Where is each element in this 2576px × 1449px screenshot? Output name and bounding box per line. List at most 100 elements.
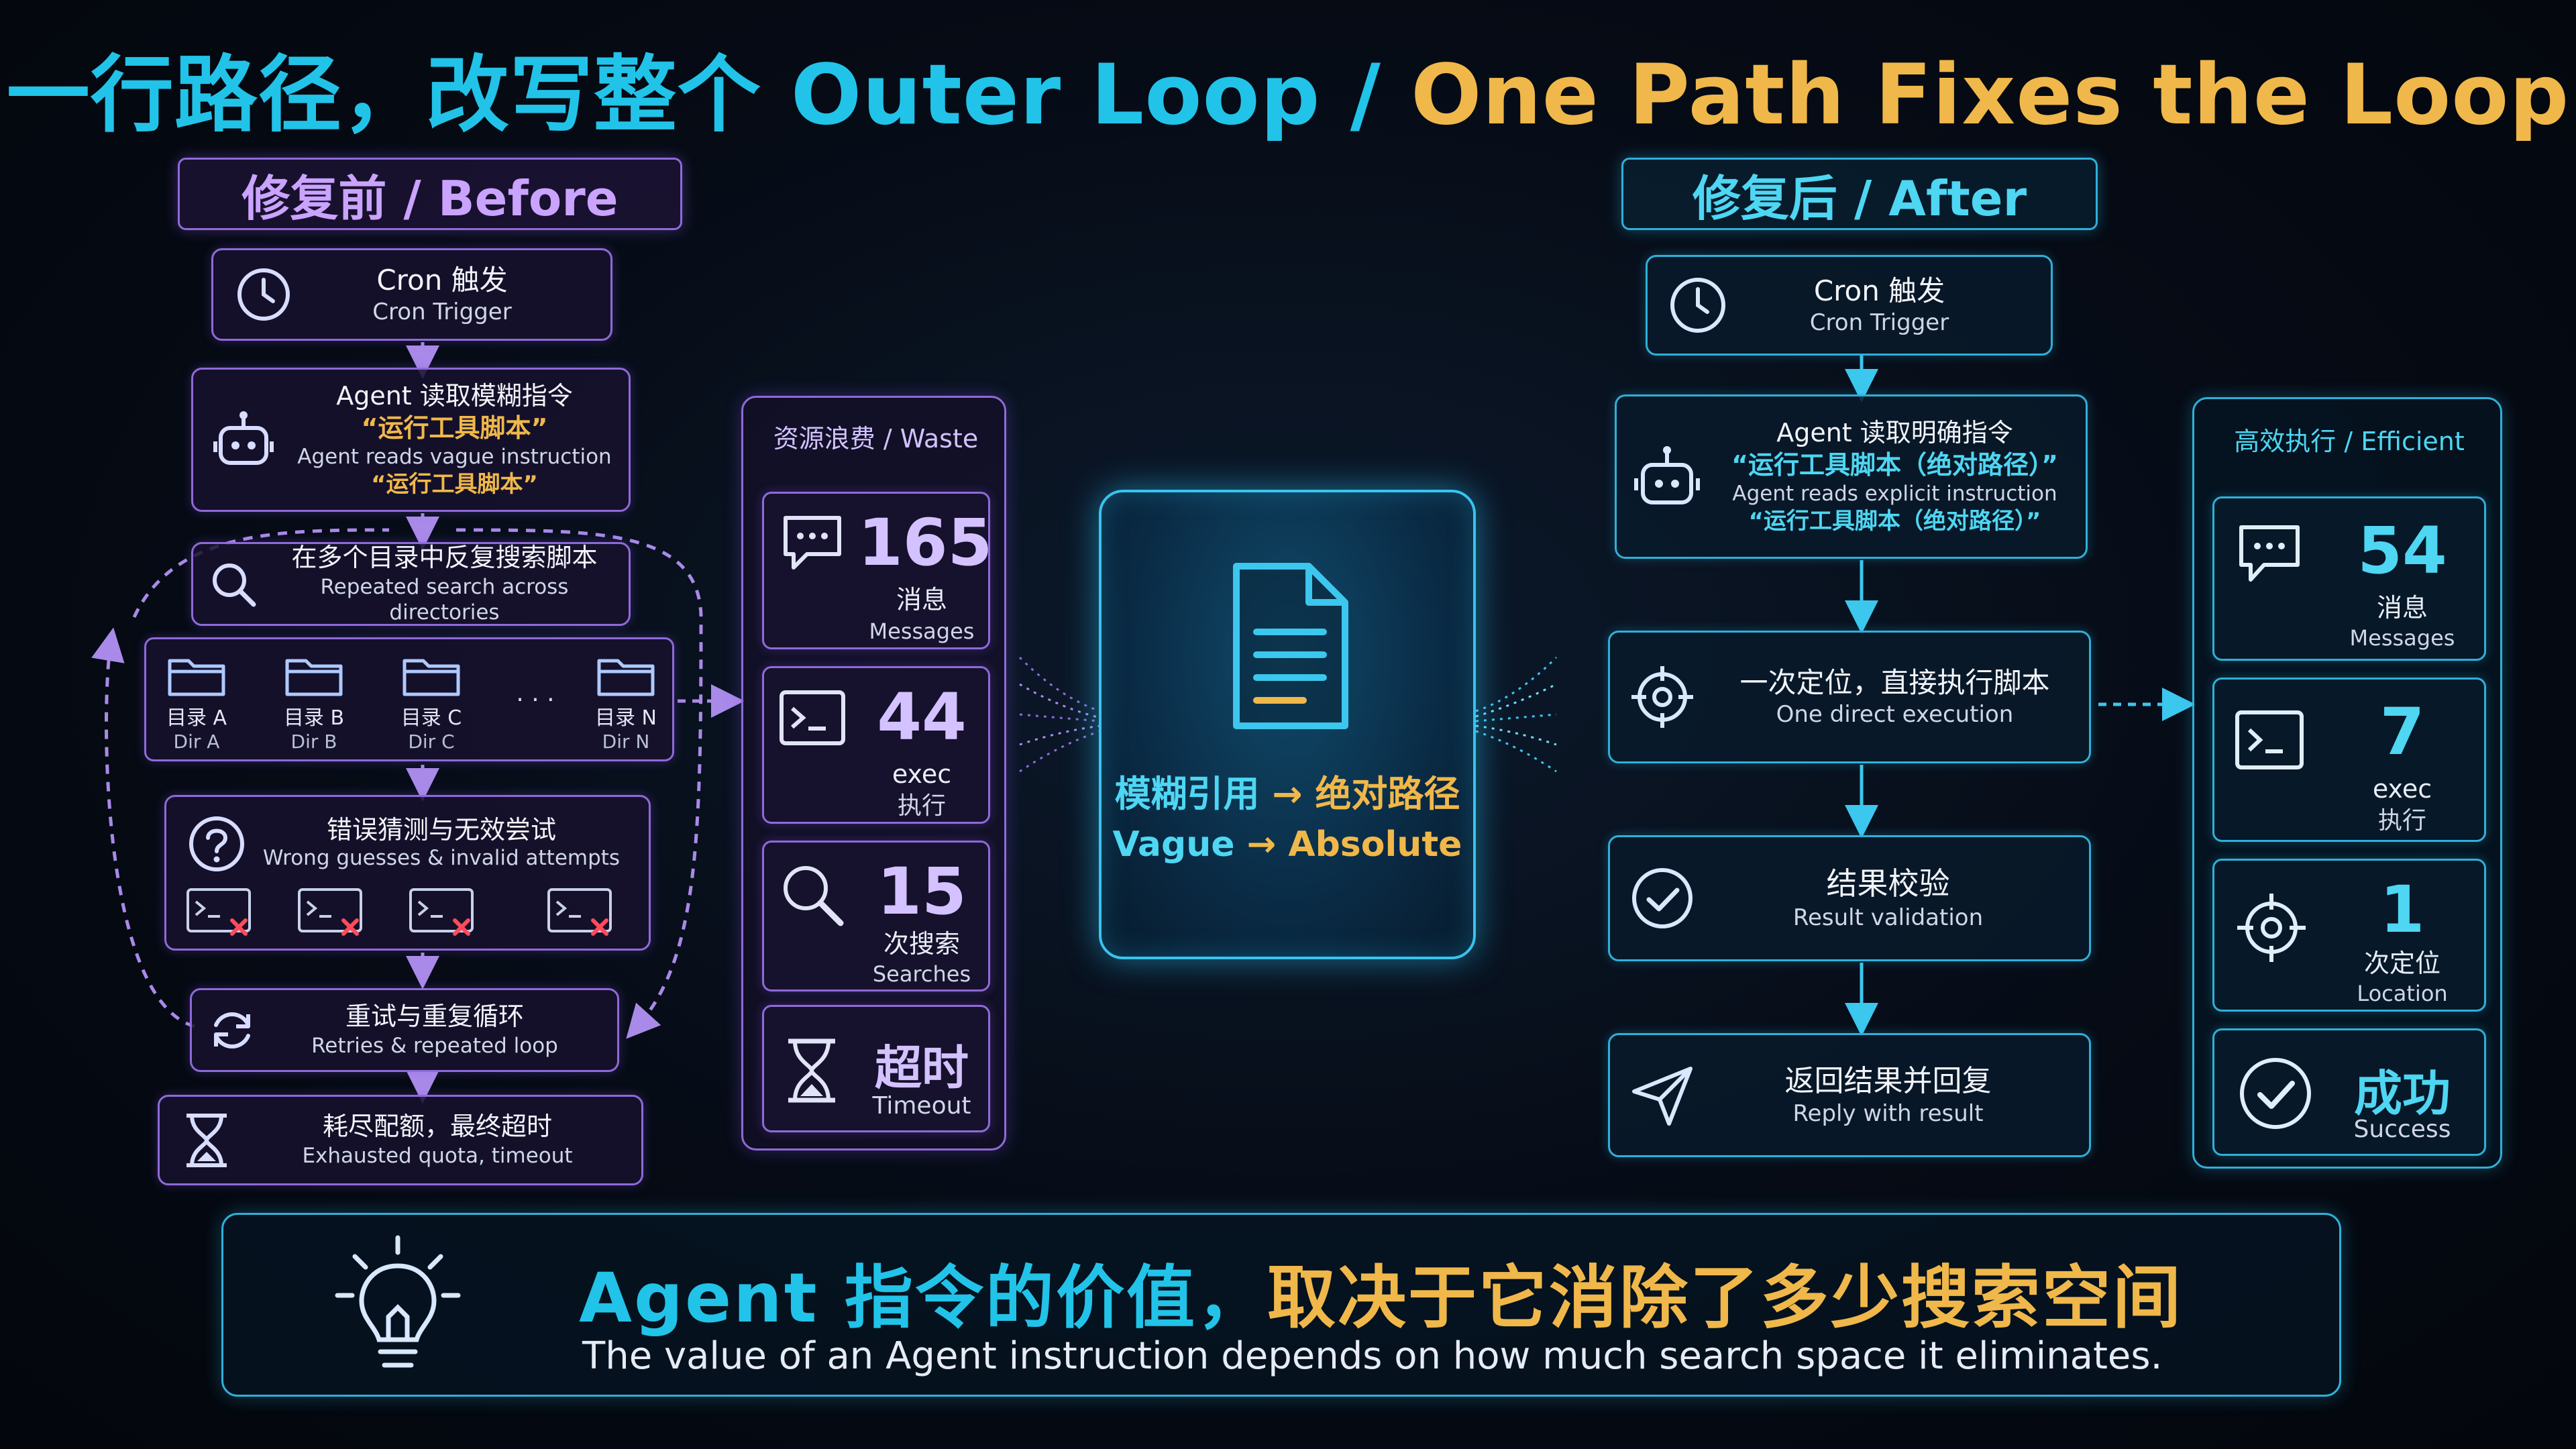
waste-stat-en: 执行 [897,792,946,820]
hourglass-icon [160,1112,254,1169]
document-icon [1233,563,1348,729]
title-part-2: One Path Fixes the Loop [1411,47,2570,144]
search-icon [779,861,846,931]
after-direct-box: 一次定位，直接执行脚本 One direct execution [1608,631,2091,763]
before-search-box: 在多个目录中反复搜索脚本 Repeated search across dire… [191,542,631,626]
hourglass-icon [783,1037,841,1107]
dir-item: 目录 C Dir C [391,651,472,753]
center-zh-absolute: 绝对路径 [1315,773,1460,815]
waste-stat-exec: 44 exec 执行 [762,666,990,824]
waste-stat-timeout: 超时 Timeout [762,1005,990,1132]
efficient-panel: 高效执行 / Efficient 54 消息 Messages 7 exec 执… [2192,397,2502,1169]
before-agent-box: Agent 读取模糊指令 “运行工具脚本” Agent reads vague … [191,368,631,512]
dir-label-zh: 目录 B [283,706,345,730]
after-cron-box: Cron 触发 Cron Trigger [1646,255,2053,356]
before-wrong-box: 错误猜测与无效尝试 Wrong guesses & invalid attemp… [164,795,651,951]
efficient-stat-exec: 7 exec 执行 [2212,678,2486,842]
dir-label-en: Dir N [602,731,650,753]
after-cron-en: Cron Trigger [1809,309,1949,336]
before-wrong-en: Wrong guesses & invalid attempts [262,846,621,870]
efficient-stat-messages: 54 消息 Messages [2212,496,2486,661]
robot-icon [193,408,294,472]
robot-icon [1617,442,1717,512]
folder-icon [597,659,655,696]
center-arrow-zh: → [1272,773,1303,815]
clock-icon [1648,276,1748,335]
footer-en: The value of an Agent instruction depend… [582,1334,2163,1378]
after-agent-zh: Agent 读取明确指令 [1776,418,2013,448]
before-cron-box: Cron 触发 Cron Trigger [211,248,612,341]
before-agent-zh: Agent 读取模糊指令 [336,381,573,411]
waste-stat-value: 165 [858,505,993,580]
before-retry-box: 重试与重复循环 Retries & repeated loop [190,988,619,1072]
waste-stat-en: Timeout [872,1092,971,1120]
before-agent-quote: “运行工具脚本” [361,413,548,443]
waste-stat-value: 44 [877,680,967,755]
dir-label-en: Dir C [408,731,455,753]
dir-label-zh: 目录 A [166,706,227,730]
dir-label-en: Dir B [290,731,337,753]
after-validate-en: Result validation [1792,904,1984,931]
footer-zh-part-2: 取决于它消除了多少搜索空间 [1267,1258,2184,1338]
efficient-stat-value: 成功 [2353,1065,2451,1122]
dir-label-zh: 目录 N [595,706,657,730]
efficient-stat-en: 执行 [2377,807,2426,835]
efficient-stat-en: Location [2357,981,2448,1006]
efficient-stat-zh: exec [2372,774,2432,804]
dir-item: 目录 N Dir N [586,651,666,753]
center-en-absolute: Absolute [1288,824,1462,865]
clock-icon [213,266,314,323]
dir-label-zh: 目录 C [400,706,462,730]
before-cron-en: Cron Trigger [372,299,512,325]
waste-stat-searches: 15 次搜索 Searches [762,841,990,991]
send-icon [1610,1062,1714,1129]
check-circle-icon [2236,1054,2315,1136]
efficient-stat-value: 7 [2379,694,2425,769]
folder-icon [402,659,460,696]
after-cron-zh: Cron 触发 [1813,274,1945,307]
efficient-stat-success: 成功 Success [2212,1028,2486,1156]
waste-stat-zh: 消息 [896,585,947,614]
after-reply-en: Reply with result [1792,1099,1984,1127]
failed-terminals [186,888,612,936]
waste-stat-messages: 165 消息 Messages [762,492,993,649]
terminal-icon [779,690,846,749]
after-direct-en: One direct execution [1776,701,2014,728]
center-zh-vague: 模糊引用 [1114,773,1260,815]
dirs-box: 目录 A Dir A 目录 B Dir B 目录 C Dir C · · · 目… [144,637,674,761]
after-direct-zh: 一次定位，直接执行脚本 [1739,665,2050,699]
center-panel: 模糊引用 → 绝对路径 Vague → Absolute [1099,490,1476,959]
efficient-stat-zh: 消息 [2376,593,2428,623]
question-icon [186,814,247,877]
center-arrow-en: → [1246,824,1277,865]
before-retry-zh: 重试与重复循环 [345,1002,524,1032]
before-timeout-zh: 耗尽配额，最终超时 [322,1112,552,1142]
before-search-en: Repeated search across directories [320,574,569,625]
title-part-1: 一行路径，改写整个 Outer Loop / [6,47,1381,144]
after-agent-quote: “运行工具脚本（绝对路径）” [1731,449,2058,480]
after-agent-en: Agent reads explicit instruction [1732,482,2057,506]
chat-icon [2235,522,2304,589]
chat-icon [779,513,846,577]
dirs-ellipsis: · · · [516,686,555,714]
before-retry-en: Retries & repeated loop [311,1033,558,1058]
before-header: 修复前 / Before [178,158,682,230]
before-agent-quote-2: “运行工具脚本” [371,471,538,498]
efficient-stat-zh: 次定位 [2363,949,2440,978]
waste-stat-en: Messages [869,619,975,644]
folder-icon [168,659,225,696]
lightbulb-icon [335,1235,461,1368]
after-agent-box: Agent 读取明确指令 “运行工具脚本（绝对路径）” Agent reads … [1615,394,2088,559]
after-reply-box: 返回结果并回复 Reply with result [1608,1033,2091,1157]
page-title: 一行路径，改写整个 Outer Loop / One Path Fixes th… [0,27,2576,148]
check-circle-icon [1610,865,1714,932]
waste-stat-zh: exec [892,759,952,789]
efficient-header: 高效执行 / Efficient [2234,427,2465,456]
before-timeout-en: Exhausted quota, timeout [302,1143,573,1168]
efficient-stat-value: 1 [2379,872,2425,947]
efficient-stat-value: 54 [2357,513,2447,588]
after-header: 修复后 / After [1621,158,2098,230]
dir-item: 目录 A Dir A [156,651,237,753]
center-en-vague: Vague [1112,824,1235,865]
